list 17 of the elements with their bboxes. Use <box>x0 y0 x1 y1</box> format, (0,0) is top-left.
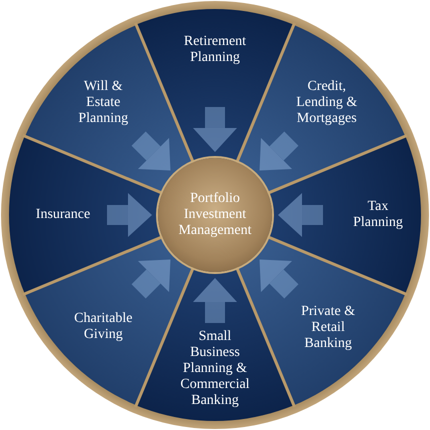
segment-label: Retirement Planning <box>182 34 248 66</box>
arrow <box>132 132 170 170</box>
arrow <box>193 107 237 152</box>
arrow <box>132 260 170 298</box>
segment-label: Insurance <box>34 206 92 223</box>
center-label: Portfolio Investment Management <box>177 191 253 239</box>
segment-label: Credit, Lending & Mortgages <box>295 79 358 128</box>
segment-label: Will & Estate Planning <box>77 79 130 128</box>
segment-label: Private & Retail Banking <box>300 304 356 352</box>
segment-label: Small Business Planning & Commercial Banking <box>179 329 251 409</box>
segment-label: Tax Planning <box>352 198 404 231</box>
arrow <box>260 260 298 298</box>
arrow <box>193 278 237 323</box>
arrow <box>107 193 152 237</box>
arrow <box>260 132 298 170</box>
arrow <box>278 193 323 237</box>
segment-label: Charitable Giving <box>73 310 134 343</box>
